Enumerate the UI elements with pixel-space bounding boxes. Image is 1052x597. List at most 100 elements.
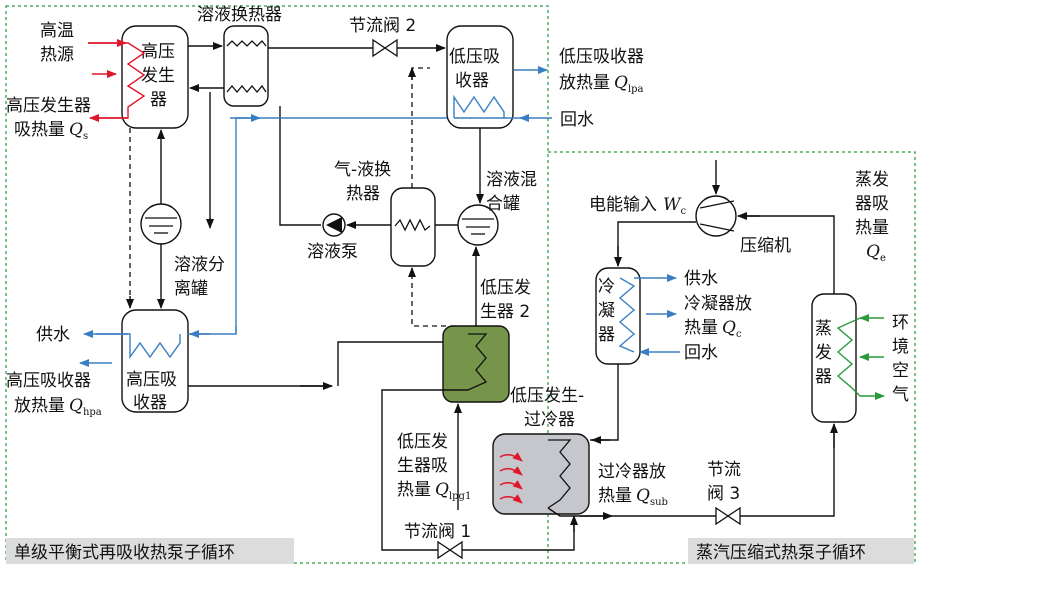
evaporator: 蒸 发 器 (811, 293, 861, 423)
hp-generator: 高压 发生 器 (121, 25, 189, 129)
svg-text:热源: 热源 (40, 45, 74, 65)
gas-liquid-hx (390, 187, 436, 267)
lp-gen-subcooler (492, 433, 590, 515)
separator-label: 溶液分 离罐 (174, 255, 225, 299)
svg-text:过冷器: 过冷器 (524, 410, 575, 430)
svg-text:高压发生器: 高压发生器 (6, 96, 91, 116)
svg-text:离罐: 离罐 (174, 279, 208, 299)
left-cycle-boundary (5, 5, 549, 564)
svg-text:溶液混: 溶液混 (486, 170, 537, 190)
ambient-air-arrows (859, 314, 885, 400)
right-cycle-tag: 蒸汽压缩式热泵子循环 (688, 538, 914, 564)
svg-text:收器: 收器 (133, 393, 167, 413)
svg-text:冷凝器放: 冷凝器放 (684, 294, 752, 314)
svg-text:高压吸: 高压吸 (126, 370, 177, 390)
ambient-air-label: 环 境 空 气 (892, 313, 909, 405)
gas-liquid-hx-label: 气-液换 热器 (334, 160, 391, 204)
svg-text:阀 3: 阀 3 (707, 484, 740, 504)
svg-text:器: 器 (598, 325, 615, 345)
svg-text:蒸: 蒸 (815, 319, 832, 339)
return-water-right: 回水 (639, 343, 718, 363)
svg-text:蒸发: 蒸发 (855, 170, 889, 190)
svg-text:发生: 发生 (141, 66, 175, 86)
compression-pipes (547, 212, 838, 520)
condenser: 冷 凝 器 (595, 267, 641, 365)
svg-text:热器: 热器 (346, 184, 380, 204)
svg-text:热量: 热量 (855, 218, 889, 238)
svg-text:高压: 高压 (141, 42, 175, 62)
svg-text:冷: 冷 (598, 277, 615, 297)
svg-text:凝: 凝 (598, 301, 615, 321)
throttle-valve-2 (372, 38, 398, 58)
svg-text:高温: 高温 (40, 21, 74, 41)
svg-text:合罐: 合罐 (486, 194, 520, 214)
svg-text:环: 环 (892, 313, 909, 333)
compressor-label: 压缩机 (740, 236, 791, 256)
left-cycle-tag: 单级平衡式再吸收热泵子循环 (6, 538, 294, 564)
svg-text:低压发: 低压发 (397, 432, 448, 452)
svg-text:节流: 节流 (707, 460, 741, 480)
svg-text:Qe: Qe (866, 242, 886, 264)
svg-text:单级平衡式再吸收热泵子循环: 单级平衡式再吸收热泵子循环 (14, 543, 235, 563)
svg-text:溶液分: 溶液分 (174, 255, 225, 275)
solution-pump (322, 213, 346, 237)
throttle-valve-3 (715, 506, 741, 526)
svg-text:空: 空 (892, 361, 909, 381)
solution-heat-exchanger (223, 25, 269, 107)
solution-pump-label: 溶液泵 (307, 242, 358, 262)
svg-text:生器吸: 生器吸 (397, 456, 448, 476)
throttle3-label: 节流 阀 3 (707, 460, 741, 504)
svg-text:发: 发 (815, 343, 832, 363)
lp-gen-subcooler-heat-arrows (499, 452, 523, 504)
svg-text:器吸: 器吸 (855, 194, 889, 214)
lp-generator2-label: 低压发 生器 2 (480, 278, 531, 322)
svg-text:回水: 回水 (560, 110, 594, 130)
svg-text:低压吸收器: 低压吸收器 (559, 47, 644, 67)
solution-hx-label: 溶液换热器 (197, 5, 282, 25)
svg-text:蒸汽压缩式热泵子循环: 蒸汽压缩式热泵子循环 (696, 543, 866, 563)
svg-text:供水: 供水 (684, 269, 718, 289)
svg-text:高压吸收器: 高压吸收器 (6, 371, 91, 391)
svg-text:供水: 供水 (36, 325, 70, 345)
return-water-top: 回水 (519, 110, 594, 130)
high-temp-source-label: 高温 热源 (40, 21, 74, 65)
lp-generator-2 (442, 325, 510, 403)
absorption-pipes (126, 42, 578, 551)
supply-water-left: 供水 (36, 325, 128, 345)
throttle1-label: 节流阀 1 (404, 522, 471, 542)
separator-tank (140, 203, 182, 245)
svg-text:器: 器 (815, 367, 832, 387)
svg-text:回水: 回水 (684, 343, 718, 363)
svg-text:低压发: 低压发 (480, 278, 531, 298)
lp-absorber: 低压吸 收器 (446, 25, 526, 129)
svg-text:境: 境 (892, 337, 909, 357)
svg-text:低压吸: 低压吸 (449, 47, 500, 67)
svg-text:气: 气 (892, 385, 909, 405)
hp-absorber: 高压吸 收器 (96, 309, 189, 413)
throttle-valve-1 (437, 540, 463, 560)
svg-text:生器 2: 生器 2 (480, 302, 530, 322)
svg-text:器: 器 (150, 90, 167, 110)
compressor (695, 195, 737, 237)
evap-heat-label: 蒸发 器吸 热量 Qe (855, 170, 889, 264)
svg-text:低压发生-: 低压发生- (510, 386, 584, 406)
throttle2-label: 节流阀 2 (349, 16, 416, 36)
supply-water-right: 供水 (634, 269, 718, 289)
hp-generator-heat-coil (88, 39, 146, 122)
lp-gen-subcooler-label: 低压发生- 过冷器 (510, 386, 584, 430)
